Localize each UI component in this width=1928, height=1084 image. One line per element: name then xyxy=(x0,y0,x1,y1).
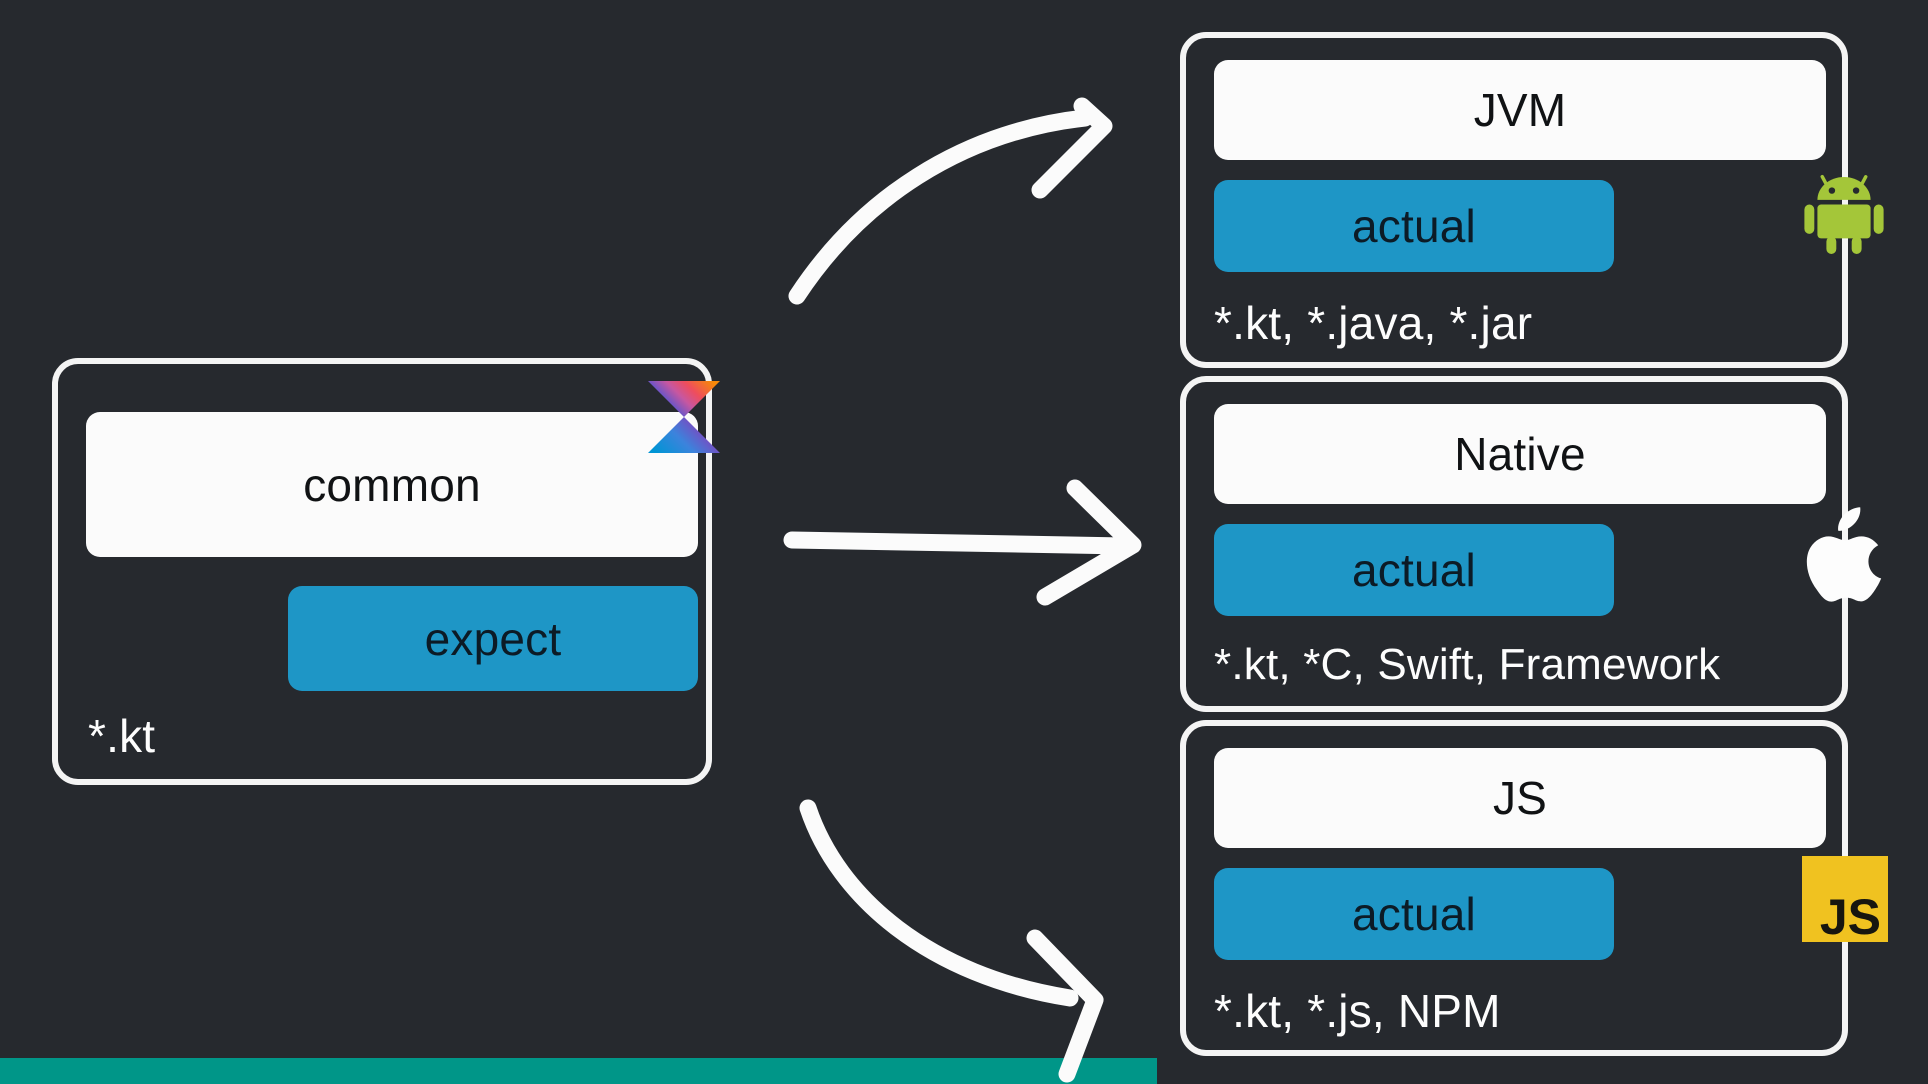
javascript-logo-icon: JS xyxy=(1802,856,1888,942)
javascript-logo-square xyxy=(1802,856,1888,942)
apple-logo-icon xyxy=(1806,507,1882,602)
platform-title-js: JS xyxy=(1214,748,1826,848)
android-robot-icon xyxy=(1804,174,1884,254)
arrow-to-js-icon xyxy=(799,799,1104,1083)
kotlin-logo-icon xyxy=(648,381,720,453)
actual-declaration-chip-native: actual xyxy=(1214,524,1614,616)
common-module-card: common expect *.kt xyxy=(52,358,712,785)
presentation-progress-fill xyxy=(0,1058,1157,1084)
javascript-logo-label: JS xyxy=(1819,889,1881,945)
common-module-title: common xyxy=(86,412,698,557)
expect-declaration-chip: expect xyxy=(288,586,698,691)
platform-file-types-js: *.kt, *.js, NPM xyxy=(1214,985,1501,1037)
arrow-to-native-icon xyxy=(783,479,1142,606)
actual-declaration-chip-js: actual xyxy=(1214,868,1614,960)
platform-panel-jvm: JVM actual *.kt, *.java, *.jar xyxy=(1180,32,1848,368)
platform-title-native: Native xyxy=(1214,404,1826,504)
arrow-to-jvm-icon xyxy=(788,97,1113,305)
platform-panel-native: Native actual *.kt, *C, Swift, Framework xyxy=(1180,376,1848,712)
presentation-progress-track[interactable] xyxy=(0,1058,1928,1084)
platform-file-types-native: *.kt, *C, Swift, Framework xyxy=(1214,640,1721,689)
common-file-types: *.kt xyxy=(88,710,156,762)
actual-declaration-chip-jvm: actual xyxy=(1214,180,1614,272)
platform-file-types-jvm: *.kt, *.java, *.jar xyxy=(1214,297,1533,349)
platform-panel-js: JS actual *.kt, *.js, NPM xyxy=(1180,720,1848,1056)
platform-title-jvm: JVM xyxy=(1214,60,1826,160)
